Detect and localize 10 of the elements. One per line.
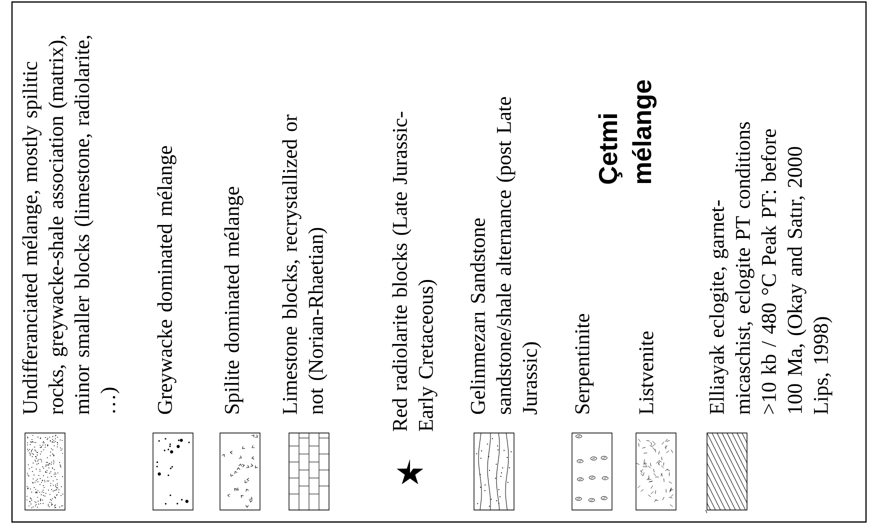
legend-text: Serpentinite [575, 314, 594, 414]
legend-text: Elliayak eclogite, garnet-micaschist, eclogite PT conditions >10 kb / 480 °C Peak PT: before 100 Ma, (Okay and Satır, 2000 Lips, 1998) [709, 122, 832, 414]
legend-text: Listvenite [639, 332, 654, 414]
legend-text: Undifferanciated mélange, mostly spilitic rocks, greywacke-shale association (matrix), minor smaller blocks (limestone, radiolarite, …) [22, 36, 120, 414]
legend-text: Greywacke dominated mélange [157, 146, 176, 414]
legend-title: Çetmi mélange [598, 80, 657, 184]
legend-text: Gelinmezarı Sandstone sandstone/shale alternance (post Late Jurassic) [470, 97, 542, 414]
legend-text: Limestone blocks, recrystallized or not (Norian-Rhaetian) [282, 114, 328, 414]
legend-text: Spilite dominated mélange [224, 186, 244, 414]
legend-text: Red radiolarite blocks (Late Jurassic-Early Cretaceous) [392, 112, 438, 432]
